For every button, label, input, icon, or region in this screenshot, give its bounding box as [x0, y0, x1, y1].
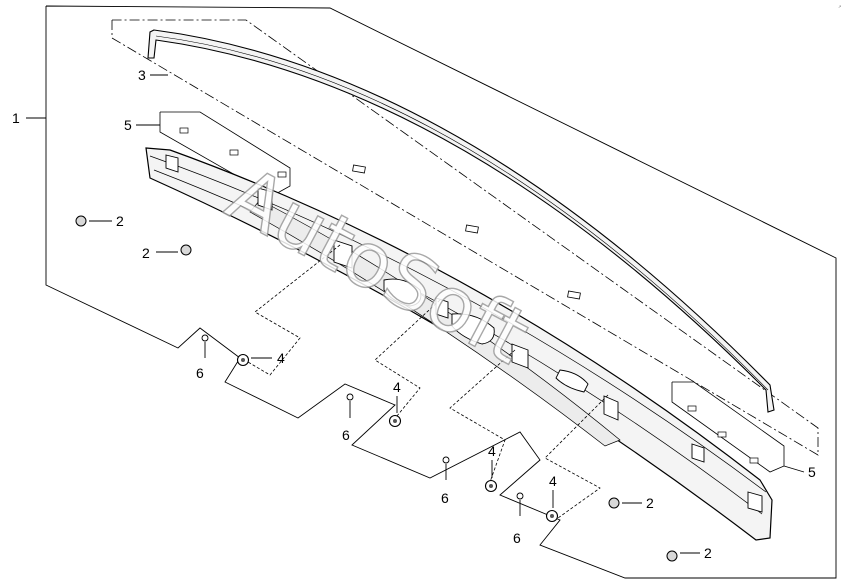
strip-boundary-line: [111, 19, 819, 456]
callout-6-third: 6: [441, 490, 449, 506]
left-clip-strip-boundary: [159, 111, 291, 197]
left-strip-clips: [179, 127, 287, 178]
watermark-text: AutoSoft: [214, 149, 544, 381]
callout-6-second: 6: [342, 427, 350, 443]
callout-2-left: 2: [142, 245, 150, 261]
callout-2-upper-left: 2: [116, 213, 124, 229]
trim-strip-part: [147, 29, 775, 413]
trim-strip-edge-line: [155, 35, 769, 391]
bolt-parts: [201, 334, 524, 500]
callout-leaders: [26, 74, 805, 473]
nut-leaders: [251, 357, 554, 508]
assembly-boundary-line: [45, 5, 837, 579]
callout-6-first: 6: [196, 365, 204, 381]
callout-3: 3: [138, 67, 146, 83]
callout-4-first: 4: [277, 350, 285, 366]
push-nut-parts: [75, 215, 678, 562]
dashed-leaders: [247, 244, 609, 519]
bolt-leaders: [204, 342, 521, 516]
panel-recesses: [383, 278, 589, 393]
panel-brackets: [165, 154, 763, 513]
callout-2-right: 2: [646, 495, 654, 511]
callout-1: 1: [12, 110, 20, 126]
garnish-panel-upper-edge: [149, 155, 767, 493]
strip-clips: [352, 164, 581, 300]
corner-mark: ↗: [838, 4, 841, 9]
push-nut-leaders: [89, 220, 700, 554]
callout-5-right: 5: [808, 464, 816, 480]
callout-5-left: 5: [124, 117, 132, 133]
callout-4-third: 4: [488, 443, 496, 459]
callout-6-fourth: 6: [513, 530, 521, 546]
nut-holes: [241, 358, 554, 518]
callout-2-lower-right: 2: [704, 545, 712, 561]
callout-4-second: 4: [393, 379, 401, 395]
callout-4-fourth: 4: [549, 473, 557, 489]
garnish-panel-part: [145, 147, 773, 541]
right-strip-clips: [687, 405, 759, 464]
